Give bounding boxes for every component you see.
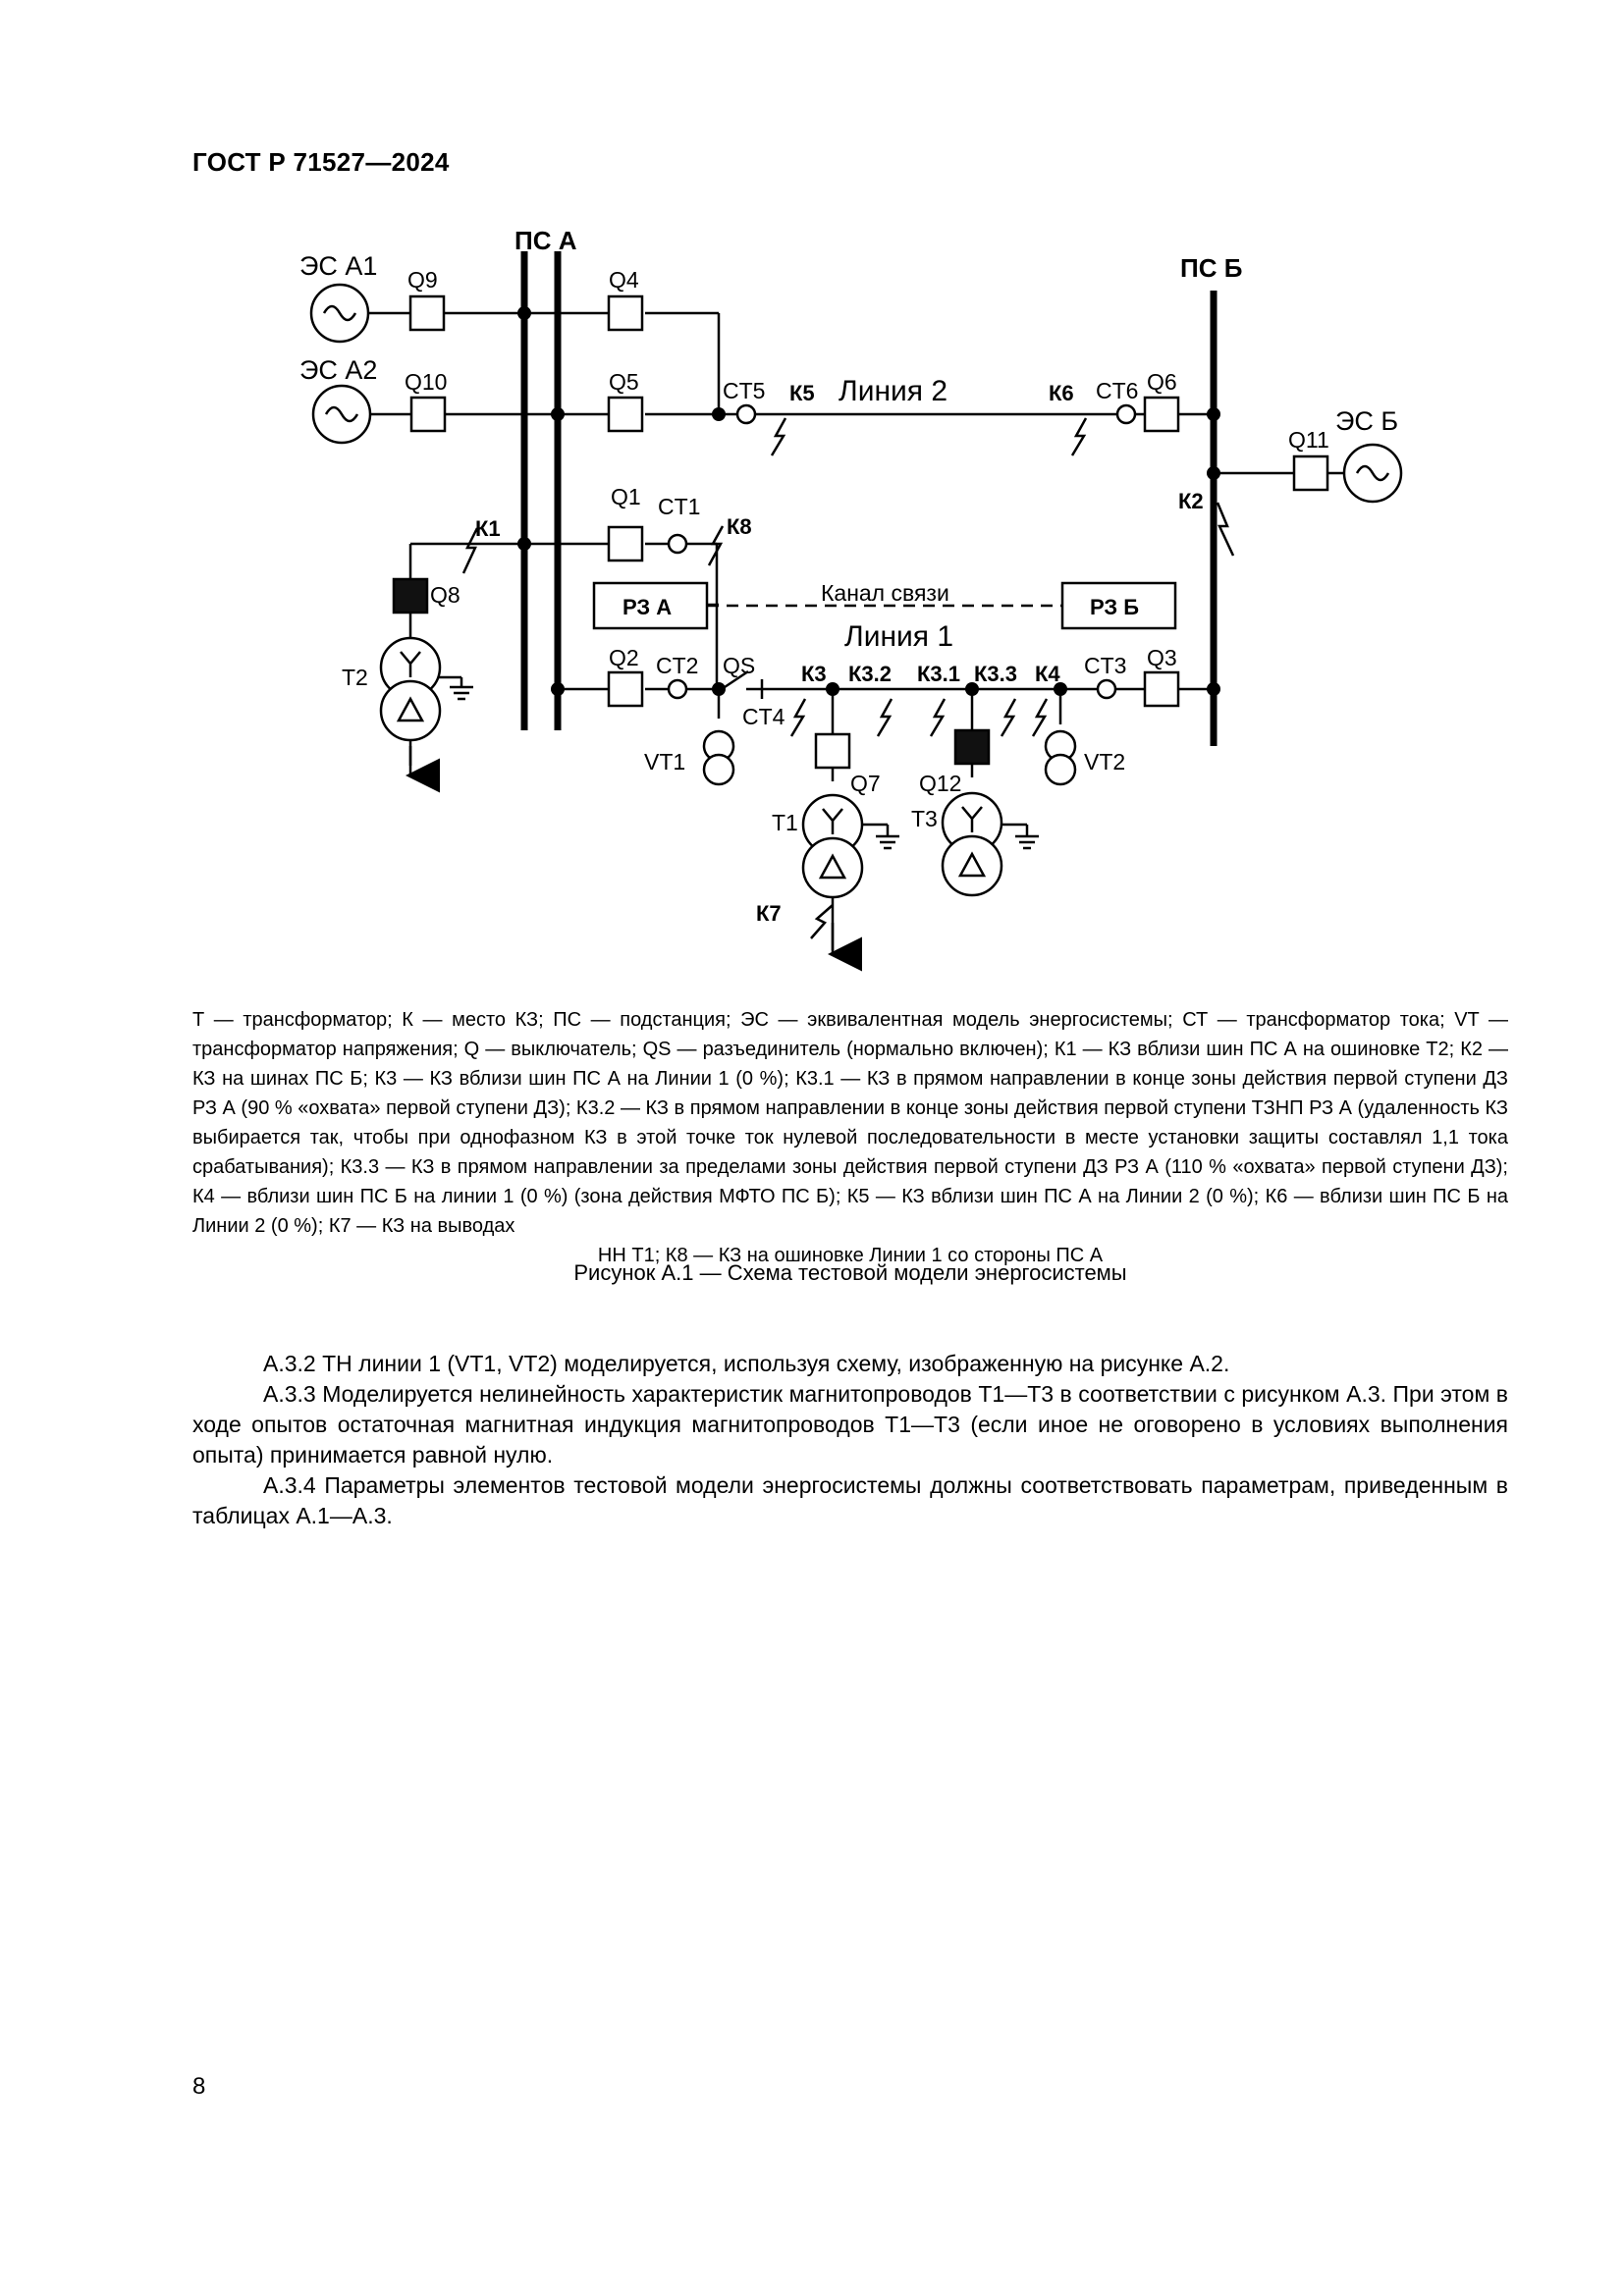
label-q3: Q3: [1147, 645, 1177, 670]
paragraph-a-3-4: А.3.4 Параметры элементов тестовой модел…: [192, 1472, 1508, 1528]
label-vt2: VT2: [1084, 749, 1125, 774]
vt2-lower: [1044, 753, 1077, 786]
label-k8: К8: [727, 514, 752, 539]
label-ct3: CT3: [1084, 653, 1126, 678]
ct6: [1115, 403, 1137, 425]
paragraph-a-3-3: А.3.3 Моделируется нелинейность характер…: [192, 1381, 1508, 1468]
label-es-a1: ЭС А1: [299, 251, 377, 281]
fault-k5: [770, 417, 787, 456]
label-q11: Q11: [1288, 427, 1329, 453]
label-q8: Q8: [430, 582, 460, 608]
breaker-q8: [392, 577, 429, 614]
label-ps-a: ПС А: [514, 226, 577, 255]
label-q4: Q4: [609, 267, 639, 293]
label-line2: Линия 2: [839, 375, 947, 407]
fault-k7: [810, 904, 834, 939]
fault-k3-1: [929, 698, 947, 737]
breaker-q12: [953, 728, 991, 766]
breaker-q7: [814, 732, 851, 770]
ct5: [735, 403, 757, 425]
fault-k2: [1216, 502, 1235, 557]
label-qs: QS: [723, 653, 755, 678]
label-k6: К6: [1049, 381, 1074, 405]
breaker-q10: [409, 396, 447, 433]
figure-title: Рисунок А.1 — Схема тестовой модели энер…: [573, 1260, 1127, 1285]
label-k3-1: К3.1: [917, 662, 960, 686]
label-t2: T2: [342, 665, 368, 690]
fault-k6: [1070, 417, 1088, 456]
document-header: ГОСТ Р 71527—2024: [192, 147, 450, 177]
breaker-q1: [607, 525, 644, 562]
fault-k3: [789, 698, 807, 737]
fault-k8: [707, 525, 725, 566]
breaker-q6: [1143, 396, 1180, 433]
label-k3-2: К3.2: [848, 662, 892, 686]
label-k3-3: К3.3: [974, 662, 1017, 686]
label-ct1: CT1: [658, 494, 700, 519]
legend-text: Т — трансформатор; К — место КЗ; ПС — по…: [192, 1009, 1508, 1237]
power-system-diagram: ПС А ПС Б ЭС А1 ЭС А2 ЭС Б Линия 2 Линия…: [299, 226, 1403, 972]
breaker-q9: [408, 294, 446, 332]
label-es-a2: ЭС А2: [299, 355, 377, 385]
label-rz-b: РЗ Б: [1090, 595, 1139, 619]
page-number: 8: [192, 2073, 206, 2100]
ct1: [667, 533, 688, 555]
label-ct4: CT4: [742, 704, 785, 729]
label-q10: Q10: [405, 369, 447, 395]
label-channel: Канал связи: [821, 580, 949, 606]
label-q6: Q6: [1147, 369, 1177, 395]
label-ps-b: ПС Б: [1180, 253, 1242, 283]
legend-text-last: НН Т1; К8 — КЗ на ошиновке Линии 1 со ст…: [597, 1245, 1104, 1266]
label-ct2: CT2: [656, 653, 698, 678]
relay-rz-a: [592, 581, 709, 630]
breaker-q4: [607, 294, 644, 332]
label-t1: T1: [772, 810, 798, 835]
label-q9: Q9: [407, 267, 438, 293]
label-q2: Q2: [609, 645, 639, 670]
label-rz-a: РЗ А: [623, 595, 672, 619]
fault-k3-2: [876, 698, 893, 737]
label-q5: Q5: [609, 369, 639, 395]
fault-k1: [461, 527, 479, 574]
label-es-b: ЭС Б: [1335, 406, 1398, 436]
label-k2: К2: [1178, 489, 1204, 513]
label-line1: Линия 1: [844, 620, 953, 653]
label-k7: К7: [756, 901, 782, 926]
label-q1: Q1: [611, 484, 641, 509]
breaker-q11: [1292, 454, 1329, 492]
fault-k4: [1031, 698, 1049, 737]
label-ct5: CT5: [723, 378, 765, 403]
bus-ps-a: [520, 251, 562, 730]
transformer-t2-lv: [379, 679, 442, 742]
breaker-q3: [1143, 670, 1180, 708]
breaker-q5: [607, 396, 644, 433]
transformer-t1-lv: [801, 836, 864, 899]
figure-legend: Т — трансформатор; К — место КЗ; ПС — по…: [192, 1005, 1508, 1270]
label-k5: К5: [789, 381, 815, 405]
label-q7: Q7: [850, 771, 881, 796]
ct2: [667, 678, 688, 700]
label-k1: К1: [475, 516, 501, 541]
transformer-t3-lv: [941, 834, 1003, 897]
breaker-q2: [607, 670, 644, 708]
ct3: [1096, 678, 1117, 700]
vt1-lower: [702, 753, 735, 786]
relay-rz-b: [1060, 581, 1177, 630]
label-t3: T3: [911, 806, 938, 831]
fault-k3-3: [1000, 698, 1017, 737]
label-vt1: VT1: [644, 749, 685, 774]
label-ct6: CT6: [1096, 378, 1138, 403]
label-q12: Q12: [919, 771, 961, 796]
paragraph-a-3-2: А.3.2 ТН линии 1 (VT1, VT2) моделируется…: [263, 1351, 1230, 1376]
label-k3: К3: [801, 662, 827, 686]
label-k4: К4: [1035, 662, 1060, 686]
body-text: А.3.2 ТН линии 1 (VT1, VT2) моделируется…: [192, 1349, 1508, 1531]
